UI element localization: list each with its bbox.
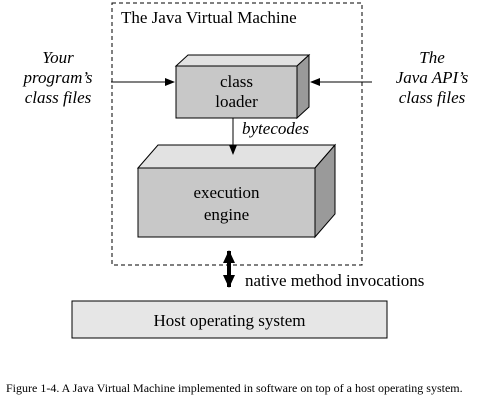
right-input-line-2: Java API’s	[396, 68, 469, 87]
host-os-rect	[71, 300, 388, 339]
host-os-label: Host operating system	[153, 311, 305, 330]
execution-engine-label-1: execution	[193, 183, 260, 202]
jvm-title: The Java Virtual Machine	[121, 8, 297, 27]
class-loader-top	[174, 54, 311, 67]
right-input-label: The Java API’s class files	[396, 48, 469, 107]
class-loader-side	[296, 53, 310, 120]
class-loader-box: class loader	[174, 53, 311, 120]
execution-engine-label-2: engine	[204, 205, 249, 224]
class-loader-label-1: class	[220, 72, 253, 91]
left-input-label: Your program’s class files	[23, 48, 93, 107]
class-loader-label-2: loader	[215, 92, 258, 111]
host-os-box: Host operating system	[71, 300, 388, 339]
left-input-line-2: program’s	[23, 68, 93, 87]
bytecodes-label: bytecodes	[242, 119, 309, 138]
figure-caption: Figure 1-4. A Java Virtual Machine imple…	[6, 381, 463, 395]
right-input-line-1: The	[419, 48, 445, 67]
right-input-line-3: class files	[399, 88, 466, 107]
class-loader-front	[175, 65, 298, 119]
jvm-boundary	[111, 2, 363, 266]
native-invocations-label: native method invocations	[245, 271, 424, 290]
left-input-line-1: Your	[42, 48, 74, 67]
execution-engine-box: execution engine	[136, 143, 337, 239]
left-input-line-3: class files	[25, 88, 92, 107]
execution-engine-top	[136, 144, 337, 169]
execution-engine-front	[137, 167, 316, 238]
